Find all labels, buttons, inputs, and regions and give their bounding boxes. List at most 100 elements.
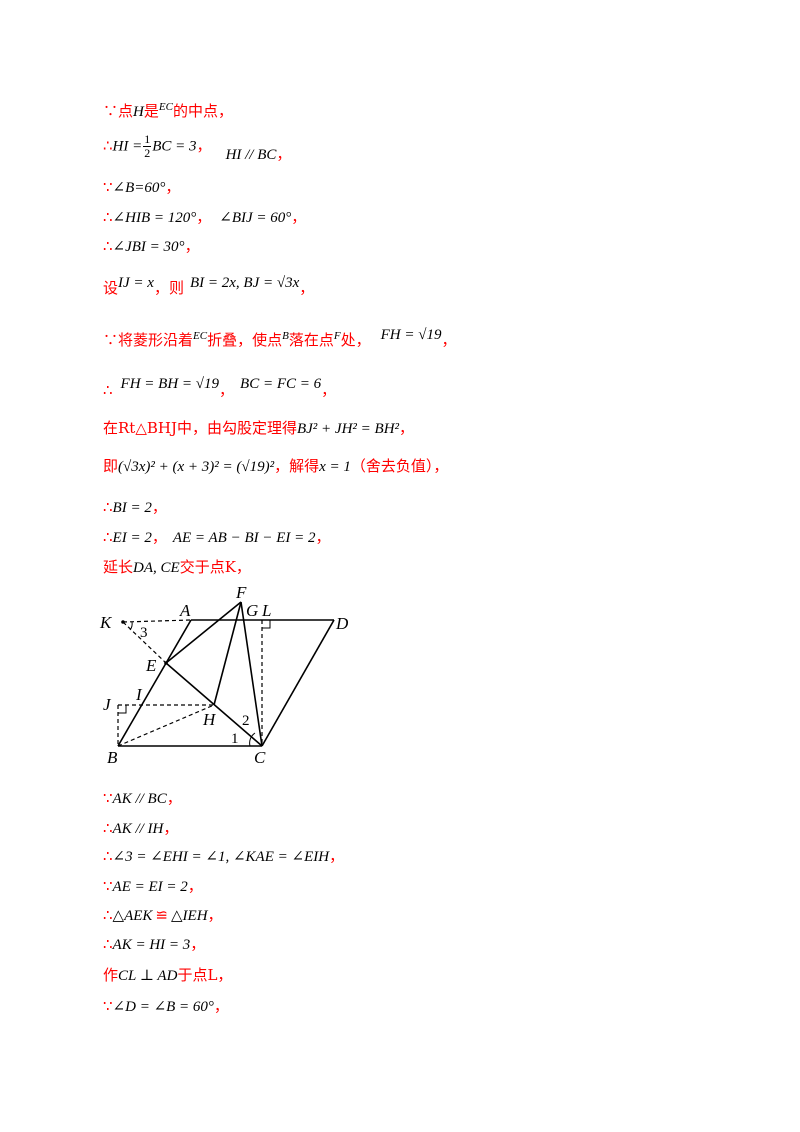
math-expr: EI = 2 bbox=[112, 530, 152, 546]
line-text: ∴ bbox=[103, 208, 113, 226]
label-F: F bbox=[235, 583, 247, 602]
math-expr: FH = √19 bbox=[380, 327, 442, 343]
proof-line: ∵∠D = ∠B = 60°， bbox=[103, 996, 229, 1017]
line-text: ∵ bbox=[103, 789, 113, 807]
segment-FC bbox=[240, 601, 263, 747]
math-expr: BI = 2 bbox=[112, 500, 152, 516]
angle-arc-K bbox=[129, 621, 133, 631]
label-angle-2: 2 bbox=[242, 713, 250, 729]
line-text: ∴ bbox=[103, 498, 113, 516]
segment-KE-dashed bbox=[122, 621, 167, 664]
line-text: ∴ bbox=[103, 819, 113, 837]
math-expr: BC = FC = 6 bbox=[240, 376, 322, 392]
line-text: ， bbox=[299, 279, 315, 297]
line-text: ∴ bbox=[103, 847, 113, 865]
segment-DC bbox=[261, 619, 335, 747]
math-expr: F bbox=[333, 330, 341, 342]
line-text: ， bbox=[196, 136, 212, 155]
line-text: 即 bbox=[103, 457, 119, 475]
math-expr: AK = HI = 3 bbox=[112, 937, 191, 953]
proof-line: 即(√3x)² + (x + 3)² = (√19)²，解得x = 1（舍去负值… bbox=[103, 456, 448, 477]
line-text: ， bbox=[219, 381, 235, 399]
geometry-figure: K A F G L D E I J H B C 1 2 3 bbox=[99, 583, 349, 767]
math-expr: ∠D = ∠B = 60° bbox=[112, 999, 214, 1015]
segment-BA bbox=[117, 619, 192, 747]
congruent-symbol: ≌ bbox=[155, 906, 168, 924]
line-text: 的中点， bbox=[172, 102, 233, 120]
line-text: ， bbox=[399, 419, 415, 437]
proof-line: 在Rt△BHJ中，由勾股定理得BJ² + JH² = BH²， bbox=[103, 418, 414, 439]
fraction-numerator: 1 bbox=[143, 132, 152, 147]
math-expr: ∠3 = ∠EHI = ∠1, ∠KAE = ∠EIH bbox=[112, 849, 330, 865]
line-text: 作 bbox=[103, 966, 119, 984]
line-text: ， bbox=[184, 237, 200, 255]
label-G: G bbox=[246, 601, 258, 620]
line-text: ， bbox=[291, 208, 307, 226]
line-text: 是 bbox=[143, 102, 159, 120]
line-text: 延长 bbox=[103, 558, 134, 576]
line-text: ， bbox=[315, 528, 331, 546]
angle-arc-C bbox=[249, 732, 256, 747]
line-text: ， bbox=[213, 997, 229, 1015]
line-text: ， bbox=[441, 331, 457, 349]
line-text: ∵ bbox=[103, 997, 113, 1015]
line-text: ∵将菱形沿着 bbox=[103, 331, 194, 349]
math-expr: x = 1 bbox=[319, 459, 351, 475]
line-text: ， bbox=[151, 498, 167, 516]
line-text: ∵ bbox=[103, 178, 113, 196]
line-text: ∵ bbox=[103, 877, 113, 895]
math-expr: △IEH bbox=[171, 908, 208, 924]
math-expr: B bbox=[282, 330, 289, 342]
math-expr: HI = bbox=[112, 138, 143, 155]
line-text: ， bbox=[196, 208, 212, 226]
line-text: 于点L， bbox=[177, 966, 233, 984]
line-text: ， bbox=[276, 144, 292, 163]
line-text: ∴ bbox=[103, 906, 113, 924]
line-text: 设 bbox=[103, 279, 119, 297]
math-expr: AK // BC bbox=[112, 791, 167, 807]
math-expr: HI // BC bbox=[225, 146, 277, 163]
line-text: ， bbox=[321, 381, 337, 399]
line-text: ∵点 bbox=[103, 102, 134, 120]
proof-line: ∴BI = 2， bbox=[103, 497, 167, 518]
label-C: C bbox=[254, 748, 266, 767]
math-expr: EC bbox=[193, 330, 208, 342]
line-text: ，解得 bbox=[274, 457, 320, 475]
line-text: ， bbox=[187, 877, 203, 895]
math-expr: BC = 3 bbox=[152, 138, 197, 155]
proof-line: ∴FH = BH = √19，BC = FC = 6， bbox=[103, 373, 336, 399]
math-expr: AK // IH bbox=[112, 821, 164, 837]
line-text: ， bbox=[166, 789, 182, 807]
proof-line: ∵将菱形沿着EC折叠，使点B落在点F处，FH = √19， bbox=[103, 326, 456, 351]
label-angle-3: 3 bbox=[140, 625, 148, 641]
label-D: D bbox=[335, 614, 349, 633]
proof-line: ∵∠B=60°， bbox=[103, 177, 180, 198]
line-text: ∴ bbox=[103, 237, 113, 255]
proof-line: ∴∠HIB = 120°，∠BIJ = 60°， bbox=[103, 207, 306, 228]
label-L: L bbox=[261, 601, 271, 620]
proof-line: ∴AK = HI = 3， bbox=[103, 934, 205, 955]
line-text: ， bbox=[207, 906, 223, 924]
math-expr: ∠JBI = 30° bbox=[112, 239, 185, 255]
line-text: 交于点K， bbox=[179, 558, 251, 576]
point-E bbox=[164, 661, 168, 665]
math-expr: EC bbox=[158, 101, 173, 113]
proof-line: ∵AK // BC， bbox=[103, 788, 182, 809]
fraction-denominator: 2 bbox=[144, 146, 151, 160]
label-J: J bbox=[103, 695, 112, 714]
line-text: ∴ bbox=[103, 381, 113, 399]
math-expr: ∠B=60° bbox=[112, 180, 166, 196]
math-expr: ∠HIB = 120° bbox=[112, 210, 197, 226]
label-E: E bbox=[145, 656, 157, 675]
label-K: K bbox=[99, 613, 113, 632]
proof-line: ∵点H是EC的中点， bbox=[103, 97, 233, 122]
math-expr: BI = 2x, BJ = √3x bbox=[189, 275, 300, 291]
line-text: ∴ bbox=[103, 136, 113, 155]
segment-KA-dashed bbox=[122, 619, 192, 623]
line-text: 落在点 bbox=[288, 331, 334, 349]
segment-BH-dashed bbox=[117, 704, 215, 747]
right-angle-L bbox=[262, 620, 271, 629]
